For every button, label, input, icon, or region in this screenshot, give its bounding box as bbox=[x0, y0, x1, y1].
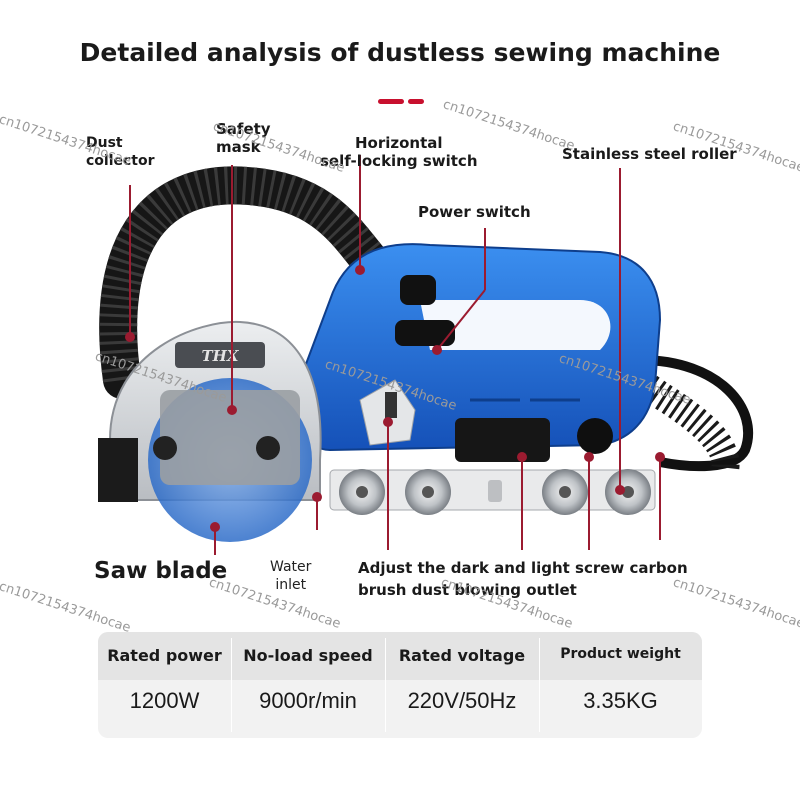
specs-table: Rated power No-load speed Rated voltage … bbox=[98, 632, 702, 738]
spec-value-product-weight: 3.35KG bbox=[583, 688, 658, 713]
title-accent-bar-short bbox=[408, 99, 424, 104]
page-title: Detailed analysis of dustless sewing mac… bbox=[79, 38, 721, 67]
depth-adjust-plate bbox=[359, 379, 416, 446]
carbon-brush-cap bbox=[455, 418, 550, 462]
title-accent-bar bbox=[378, 99, 404, 104]
horizontal-switch-knob bbox=[400, 275, 436, 305]
machine-body bbox=[297, 243, 662, 462]
dust-outlet-port bbox=[577, 418, 613, 454]
spec-header-product-weight: Product weight bbox=[560, 646, 681, 662]
spec-value-rated-power: 1200W bbox=[129, 688, 200, 713]
label-stainless-roller: Stainless steel roller bbox=[562, 145, 737, 163]
specs-divider bbox=[231, 638, 232, 732]
specs-divider bbox=[539, 638, 540, 732]
base-plate bbox=[329, 469, 656, 515]
spec-header-rated-voltage: Rated voltage bbox=[398, 646, 526, 665]
side-bracket bbox=[98, 438, 138, 502]
callout-dots bbox=[125, 265, 665, 532]
spec-value-rated-voltage: 220V/50Hz bbox=[407, 688, 517, 713]
specs-header-row bbox=[98, 632, 702, 680]
spec-header-rated-power: Rated power bbox=[107, 646, 222, 665]
label-power-switch: Power switch bbox=[418, 203, 531, 221]
specs-divider bbox=[385, 638, 386, 732]
power-switch-trigger bbox=[395, 320, 455, 346]
brand-mark: THX bbox=[202, 347, 240, 365]
label-saw-blade: Saw blade bbox=[94, 558, 228, 584]
saw-guard: THX bbox=[98, 320, 322, 542]
callout-lines bbox=[129, 155, 661, 555]
spec-header-no-load-speed: No-load speed bbox=[243, 646, 373, 665]
spec-value-no-load-speed: 9000r/min bbox=[259, 688, 357, 713]
